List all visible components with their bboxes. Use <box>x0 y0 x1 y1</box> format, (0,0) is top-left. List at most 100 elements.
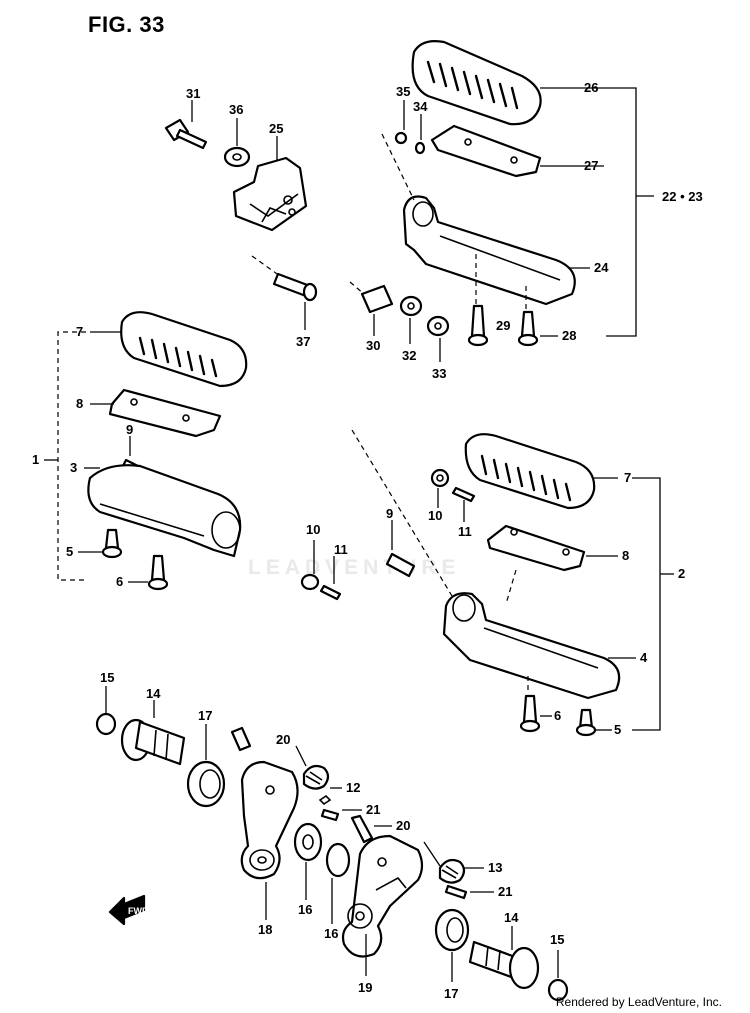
callout-5-left: 5 <box>66 544 73 559</box>
callout-14-left: 14 <box>146 686 161 701</box>
callout-15-right: 15 <box>550 932 564 947</box>
pin-20-lower <box>350 814 392 844</box>
callout-10-right: 10 <box>428 508 442 523</box>
callout-29: 29 <box>496 318 510 333</box>
collar-17-right <box>434 908 470 982</box>
bracket-22-23 <box>606 87 654 337</box>
callout-34: 34 <box>413 99 428 114</box>
callout-20-upper: 20 <box>276 732 290 747</box>
callout-4-right: 4 <box>640 650 648 665</box>
footrest-rubber-7-right <box>464 433 618 510</box>
callout-28: 28 <box>562 328 576 343</box>
callout-13: 13 <box>488 860 502 875</box>
pivot-bolt-14-right <box>468 926 540 990</box>
screw-21-upper <box>320 808 362 822</box>
callout-7-right: 7 <box>624 470 631 485</box>
bracket-1 <box>44 331 86 581</box>
pin-20-upper <box>230 726 252 752</box>
credit-text: Rendered by LeadVenture, Inc. <box>555 995 722 1009</box>
callout-2: 2 <box>678 566 685 581</box>
bolt-31 <box>164 100 208 150</box>
front-direction-arrow: FWD <box>108 894 149 926</box>
bracket-2 <box>632 477 674 731</box>
bolt-37 <box>251 255 318 330</box>
callout-15-left: 15 <box>100 670 114 685</box>
bolt-5-right <box>575 708 612 737</box>
callout-6-right: 6 <box>554 708 561 723</box>
callout-14-right: 14 <box>504 910 519 925</box>
nut-34 <box>414 114 426 155</box>
callout-6-left: 6 <box>116 574 123 589</box>
footrest-rubber-7-left <box>90 311 248 388</box>
callout-11-middle: 11 <box>334 542 348 557</box>
footrest-bar-24 <box>381 133 590 306</box>
callout-3: 3 <box>70 460 77 475</box>
callout-36: 36 <box>229 102 243 117</box>
callout-1: 1 <box>32 452 39 467</box>
callout-9-middle: 9 <box>386 506 393 521</box>
callout-8-left: 8 <box>76 396 83 411</box>
washer-10-right <box>430 468 450 508</box>
svg-text:FWD: FWD <box>128 906 149 916</box>
footrest-bar-4-right <box>442 569 636 700</box>
callout-labels: 31 36 25 37 35 34 26 27 22 • 23 24 29 28… <box>32 80 703 1001</box>
bolt-29 <box>467 254 489 347</box>
footrest-rubber-26 <box>411 40 606 126</box>
callout-12: 12 <box>346 780 360 795</box>
callout-8-right: 8 <box>622 548 629 563</box>
callout-31: 31 <box>186 86 200 101</box>
hinge-arm-18 <box>240 760 299 920</box>
footrest-plate-8-left <box>90 388 222 438</box>
callout-25: 25 <box>269 121 283 136</box>
callout-33: 33 <box>432 366 446 381</box>
callout-16-lower: 16 <box>324 926 338 941</box>
nut-15-right <box>547 950 569 1002</box>
callout-21-lower: 21 <box>498 884 512 899</box>
clip-30 <box>349 281 394 336</box>
washer-35 <box>394 100 408 145</box>
callout-19: 19 <box>358 980 372 995</box>
pin-9-middle <box>351 429 453 597</box>
callout-10-middle: 10 <box>306 522 320 537</box>
footrest-plate-27 <box>430 124 604 178</box>
callout-35: 35 <box>396 84 410 99</box>
callout-20-lower: 20 <box>396 818 410 833</box>
washer-10-middle <box>300 540 320 591</box>
callout-24: 24 <box>594 260 609 275</box>
bolt-28 <box>517 286 558 347</box>
callout-5-right: 5 <box>614 722 621 737</box>
callout-16-upper: 16 <box>298 902 312 917</box>
hinge-arm-19 <box>341 834 424 976</box>
callout-32: 32 <box>402 348 416 363</box>
washer-16-lower <box>325 842 351 924</box>
callout-9-left: 9 <box>126 422 133 437</box>
callout-18: 18 <box>258 922 272 937</box>
spring-13 <box>423 841 484 884</box>
callout-37: 37 <box>296 334 310 349</box>
bolt-5-left <box>78 528 123 559</box>
callout-22-23: 22 • 23 <box>662 189 703 204</box>
callout-30: 30 <box>366 338 380 353</box>
figure-title: FIG. 33 <box>88 12 165 37</box>
screw-11-right <box>451 486 476 522</box>
nut-15-left <box>95 686 117 736</box>
callout-7-left: 7 <box>76 324 83 339</box>
callout-26: 26 <box>584 80 598 95</box>
washer-36 <box>223 118 251 168</box>
callout-11-right: 11 <box>458 524 472 539</box>
washer-32 <box>399 295 423 344</box>
pivot-bolt-14-left <box>120 700 186 766</box>
screw-11-middle <box>319 556 342 601</box>
footrest-plate-8-right <box>486 524 618 572</box>
collar-17-left <box>186 724 226 808</box>
spring-12 <box>318 787 342 806</box>
callout-17-right: 17 <box>444 986 458 1001</box>
washer-33 <box>426 315 450 362</box>
screw-21-lower <box>444 884 494 900</box>
callout-21-upper: 21 <box>366 802 380 817</box>
footrest-bar-3-left <box>84 464 242 558</box>
callout-17-left: 17 <box>198 708 212 723</box>
spring-20-left <box>295 745 330 790</box>
bolt-6-right <box>519 676 552 733</box>
